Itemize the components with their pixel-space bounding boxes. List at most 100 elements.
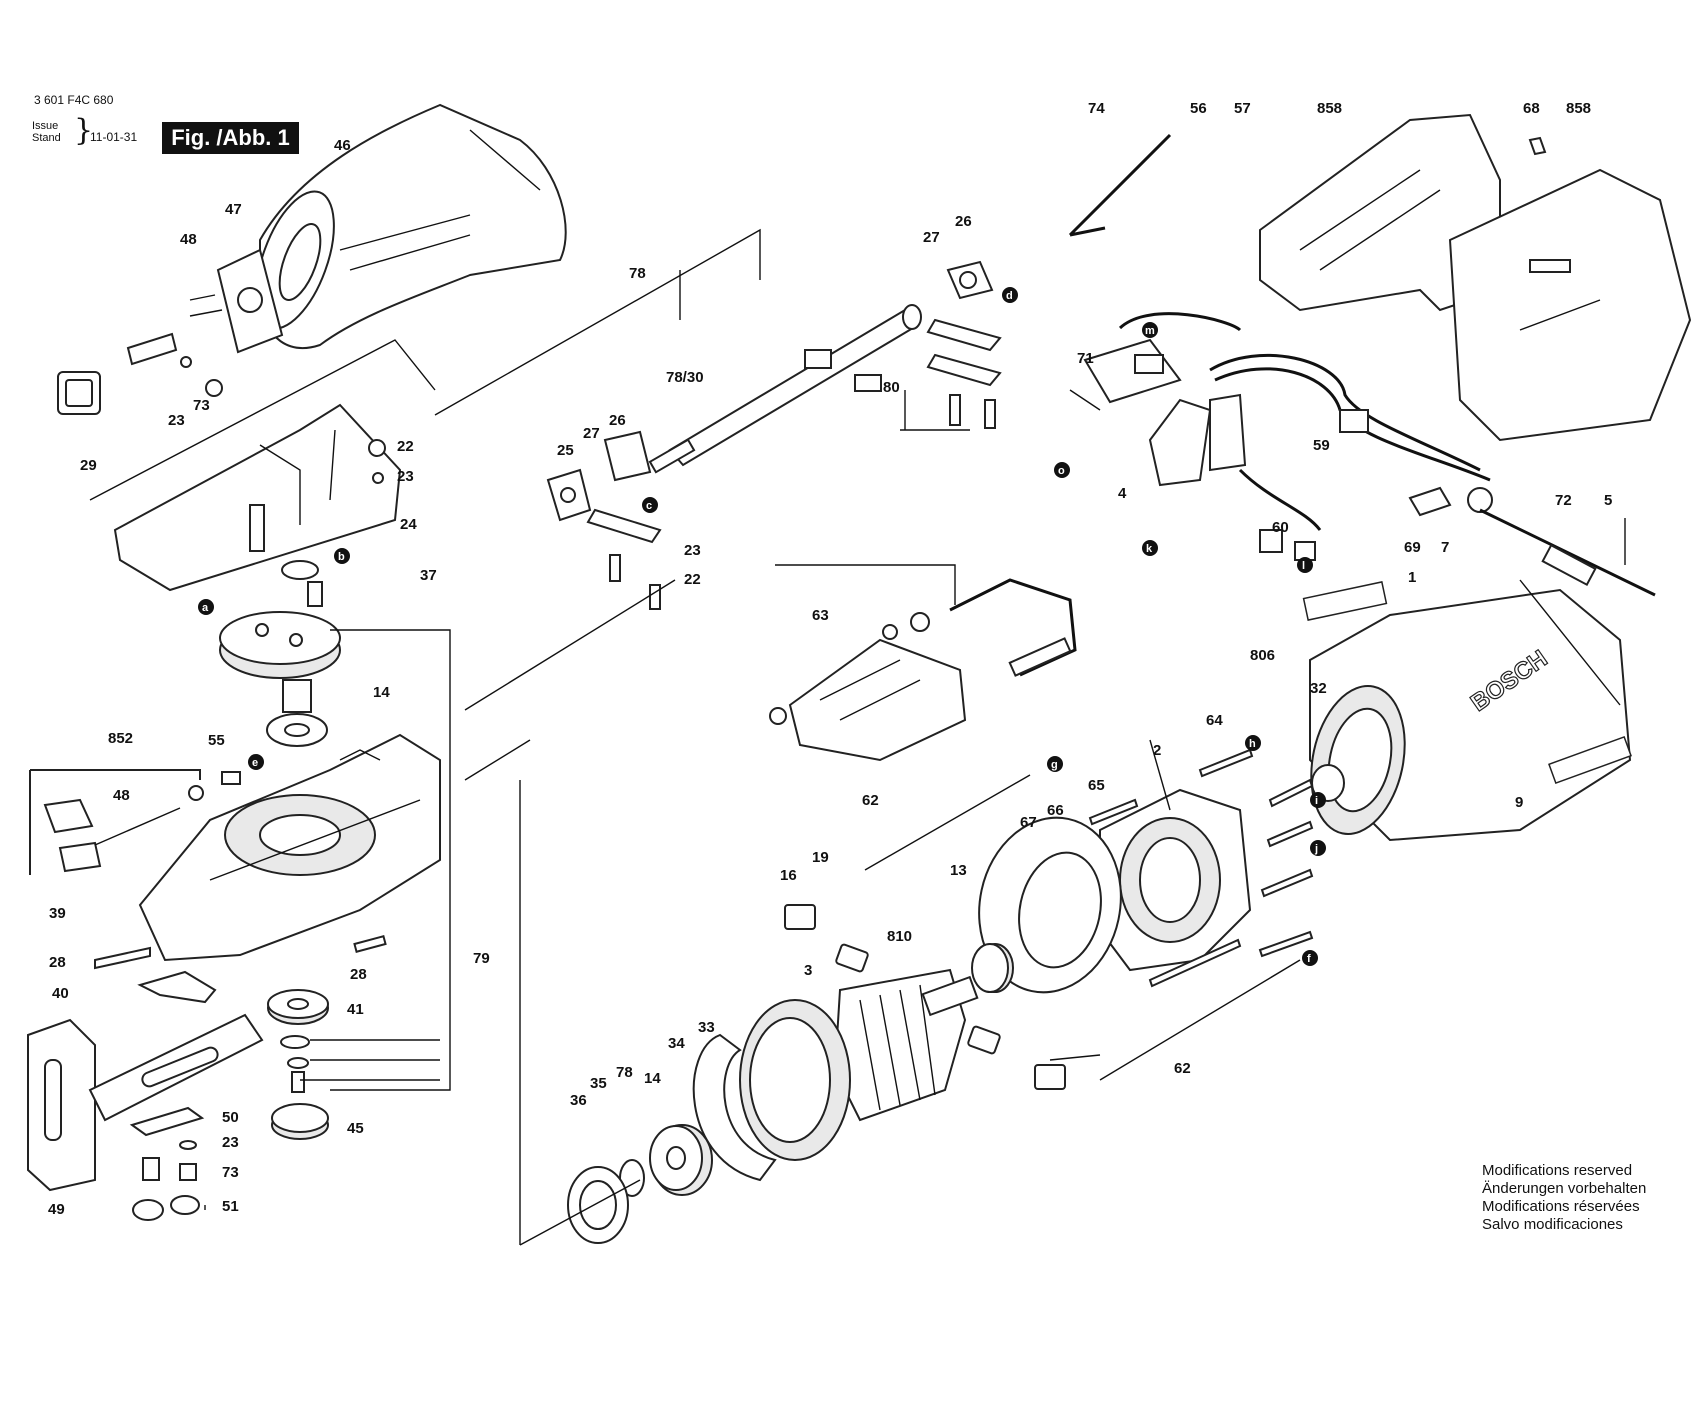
gear-cover-24 — [113, 403, 402, 592]
marker-i — [1310, 792, 1326, 808]
callout: 62 — [862, 792, 879, 809]
callout: 69 — [1404, 539, 1421, 556]
callout: 40 — [52, 985, 69, 1002]
callout: 62 — [1174, 1060, 1191, 1077]
callout: 26 — [609, 412, 626, 429]
callout: 63 — [812, 607, 829, 624]
marker-c — [642, 497, 658, 513]
brace-glyph: } — [74, 113, 94, 148]
bearing-13 — [971, 943, 1014, 993]
callout: 28 — [350, 966, 367, 983]
callout: 26 — [955, 213, 972, 230]
switch-4 — [1083, 312, 1493, 561]
cable-sleeve-72 — [1541, 543, 1597, 587]
mounting-plate-47 — [189, 248, 284, 354]
plunger-78 — [648, 304, 922, 474]
notice-line: Salvo modificaciones — [1482, 1216, 1623, 1233]
callout: 35 — [590, 1075, 607, 1092]
callout: 25 — [557, 442, 574, 459]
marker-m — [1142, 322, 1158, 338]
callout: 55 — [208, 732, 225, 749]
callout: 78 — [616, 1064, 633, 1081]
marker-letter: b — [338, 551, 345, 563]
shoe-49 — [27, 1013, 264, 1192]
marker-l — [1297, 557, 1313, 573]
marker-letter: l — [1302, 560, 1305, 572]
marker-letter: k — [1146, 543, 1153, 555]
callout: 1 — [1408, 569, 1416, 586]
stator-2 — [1099, 788, 1252, 972]
callout: 16 — [780, 867, 797, 884]
marker-letter: i — [1315, 795, 1318, 807]
callout: 23 — [397, 468, 414, 485]
callout: 57 — [1234, 100, 1251, 117]
marker-g — [1047, 756, 1063, 772]
marker-letter: g — [1051, 759, 1058, 771]
callout: 51 — [222, 1198, 239, 1215]
callout: 80 — [883, 379, 900, 396]
notice-line: Modifications réservées — [1482, 1198, 1640, 1215]
callout: 49 — [48, 1201, 65, 1218]
leader-lines — [89, 228, 1626, 1246]
callout: 13 — [950, 862, 967, 879]
callout: 14 — [644, 1070, 661, 1087]
marker-letter: a — [202, 602, 209, 614]
callout: 23 — [168, 412, 185, 429]
armature-3 — [739, 968, 979, 1161]
marker-b — [334, 548, 350, 564]
marker-k — [1142, 540, 1158, 556]
marker-letter: h — [1249, 738, 1256, 750]
handle-housing-858 — [1259, 113, 1692, 442]
callout: 66 — [1047, 802, 1064, 819]
stand-label: Stand — [32, 132, 61, 144]
issue-labels: Issue Stand — [32, 120, 61, 144]
callout: 46 — [334, 137, 351, 154]
callout: 22 — [684, 571, 701, 588]
brush-holders-16 — [784, 904, 1066, 1090]
wobble-plate — [219, 560, 341, 747]
marker-a — [198, 599, 214, 615]
guide-block-26 — [926, 260, 1002, 429]
figure-label: Fig. /Abb. 1 — [162, 122, 299, 154]
callout: 41 — [347, 1001, 364, 1018]
callout: 32 — [1310, 680, 1327, 697]
marker-d — [1002, 287, 1018, 303]
callout: 28 — [49, 954, 66, 971]
callout: 806 — [1250, 647, 1275, 664]
callout: 68 — [1523, 100, 1540, 117]
callout: 3 — [804, 962, 812, 979]
callout: 5 — [1604, 492, 1612, 509]
fan-guide-33 — [692, 1033, 777, 1182]
seal-45 — [271, 1103, 329, 1140]
issue-label: Issue — [32, 120, 59, 132]
marker-letter: e — [252, 757, 258, 769]
motor-housing-1: BOSCH — [1302, 581, 1632, 842]
marker-letter: o — [1058, 465, 1065, 477]
callout: 22 — [397, 438, 414, 455]
callout: 36 — [570, 1092, 587, 1109]
callout: 65 — [1088, 777, 1105, 794]
callout: 9 — [1515, 794, 1523, 811]
bearing-41 — [267, 989, 329, 1093]
marker-o — [1054, 462, 1070, 478]
baffle-67 — [978, 816, 1122, 994]
lock-switch-852 — [29, 769, 241, 875]
marker-letter: d — [1006, 290, 1013, 302]
marker-e — [248, 754, 264, 770]
gear-housing-39 — [138, 733, 441, 962]
shoe-clamp-50 — [129, 1106, 205, 1221]
callout: 4 — [1118, 485, 1127, 502]
marker-letter: f — [1307, 953, 1311, 965]
callout: 67 — [1020, 814, 1037, 831]
callout: 73 — [193, 397, 210, 414]
callout: 50 — [222, 1109, 239, 1126]
callout: 71 — [1077, 350, 1094, 367]
power-cable-5 — [1479, 508, 1656, 597]
part-number-callouts: 1 2 3 4 5 7 9 13 14 14 16 19 22 22 23 23… — [48, 100, 1612, 1218]
front-cover-46 — [255, 103, 567, 349]
part-code: 3 601 F4C 680 — [34, 93, 114, 107]
guide-block-25 — [546, 430, 662, 610]
marker-f — [1302, 950, 1318, 966]
